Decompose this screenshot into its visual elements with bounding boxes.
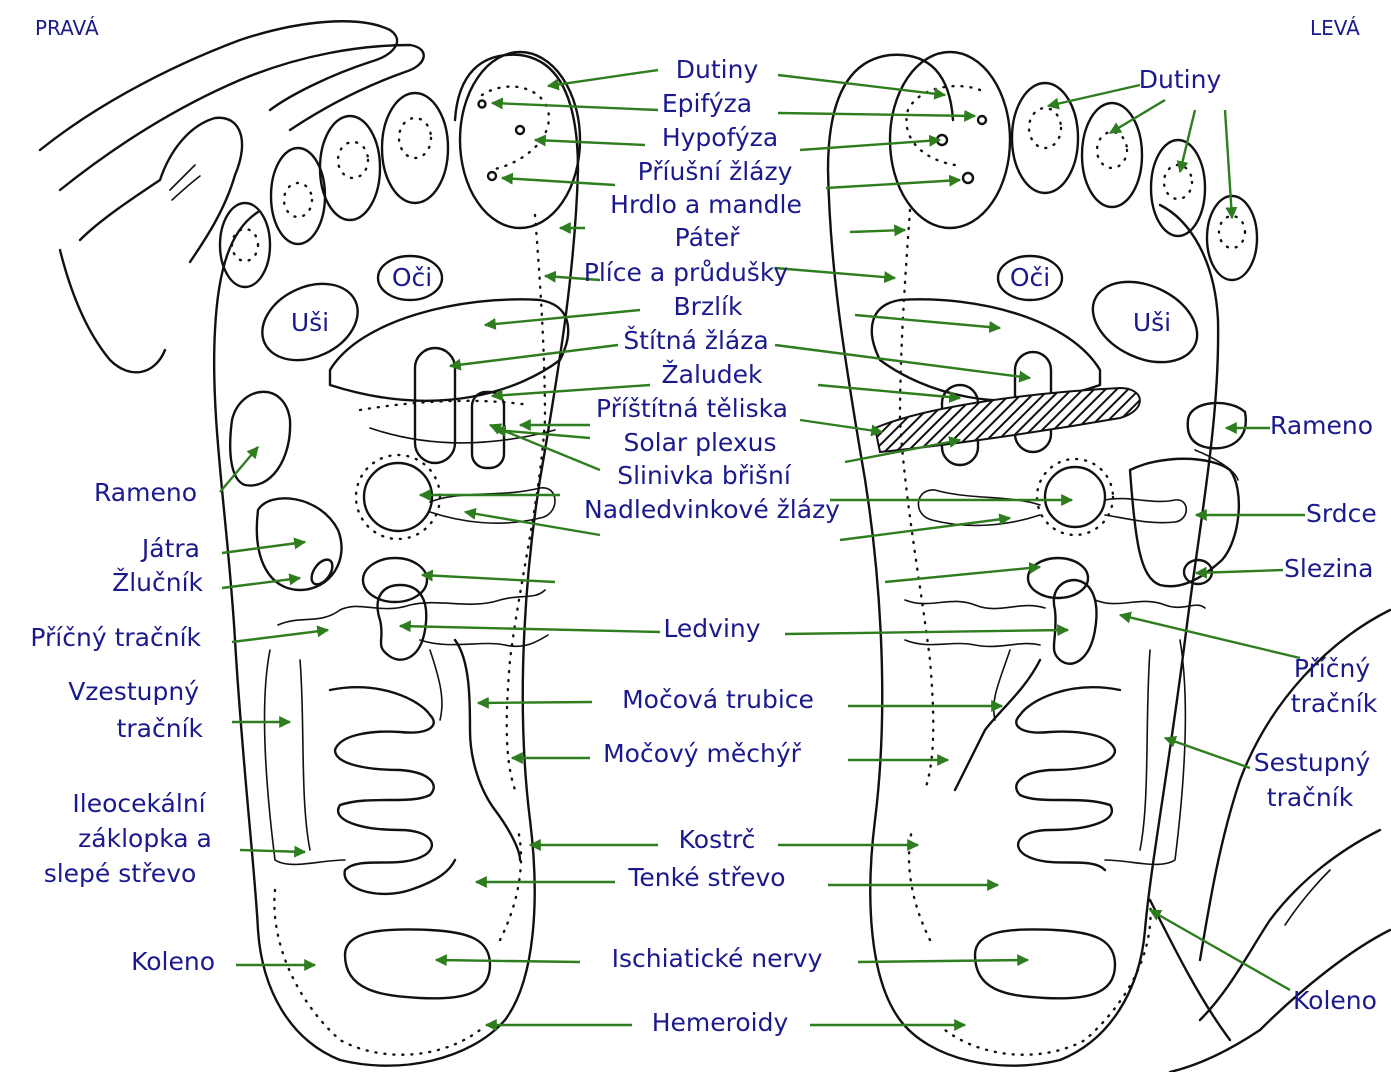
label-plice-a-prudusky: Plíce a průdušky (584, 258, 789, 287)
label-hypofyza: Hypofýza (662, 123, 778, 152)
label-jatra: Játra (140, 534, 200, 563)
label-ischiaticke-nervy: Ischiatické nervy (612, 944, 823, 973)
label-rameno-right: Rameno (94, 478, 197, 507)
hand-top-left-drawing (40, 21, 424, 372)
label-vzestupny-line2: tračník (117, 714, 204, 743)
label-dutiny-left-toes: Dutiny (1139, 65, 1222, 94)
label-srdce: Srdce (1306, 499, 1377, 528)
label-vzestupny-line1: Vzestupný (68, 677, 199, 706)
label-priusni-zlazy: Příušní žlázy (638, 157, 793, 186)
left-foot-labels: Dutiny Oči Uši Rameno Srdce Slezina Příč… (1010, 65, 1378, 1015)
label-koleno-right: Koleno (131, 947, 215, 976)
heading-left-foot: LEVÁ (1310, 16, 1360, 40)
label-usi-left: Uši (1133, 308, 1171, 337)
label-ileocekalni-line3: slepé střevo (44, 859, 197, 888)
right-foot-labels: Oči Uši Rameno Játra Žlučník Příčný trač… (30, 263, 432, 976)
label-zaludek: Žaludek (662, 360, 763, 389)
label-pricny-tracnik-right: Příčný tračník (30, 623, 201, 652)
label-koleno-left: Koleno (1293, 986, 1377, 1015)
label-hrdlo-a-mandle: Hrdlo a mandle (610, 190, 802, 219)
label-hemeroidy: Hemeroidy (652, 1008, 789, 1037)
label-ileocekalni-line1: Ileocekální (72, 789, 206, 818)
label-pricny-line1-left: Příčný (1294, 654, 1370, 683)
label-usi-right: Uši (291, 308, 329, 337)
heading-right-foot: PRAVÁ (35, 16, 99, 40)
label-tenke-strevo: Tenké střevo (627, 863, 785, 892)
label-sestupny-line1: Sestupný (1254, 748, 1371, 777)
label-slezina: Slezina (1284, 554, 1373, 583)
label-oci-right: Oči (392, 263, 432, 292)
label-dutiny: Dutiny (676, 55, 759, 84)
label-mocovy-mechyr: Močový měchýř (603, 739, 802, 768)
label-epifyza: Epifýza (662, 89, 752, 118)
label-pater: Páteř (675, 223, 740, 252)
label-nadledvinkove-zlazy: Nadledvinkové žlázy (584, 495, 840, 524)
label-stitna-zlaza: Štítná žláza (623, 325, 768, 355)
center-labels: Dutiny Epifýza Hypofýza Příušní žlázy Hr… (584, 55, 840, 1037)
label-brzlik: Brzlík (674, 292, 743, 321)
left-foot-drawing (828, 52, 1257, 1066)
label-pristitna-teliska: Příštítná těliska (596, 394, 788, 423)
label-zlucnik: Žlučník (112, 568, 203, 597)
label-pricny-line2-left: tračník (1291, 689, 1378, 718)
label-ileocekalni-line2: záklopka a (78, 824, 212, 853)
label-ledviny: Ledviny (663, 614, 760, 643)
side-headings: PRAVÁ LEVÁ (35, 16, 1360, 40)
label-oci-left: Oči (1010, 263, 1050, 292)
right-foot-drawing (214, 52, 580, 1066)
label-solar-plexus: Solar plexus (623, 428, 776, 457)
label-kostrc: Kostrč (679, 825, 756, 854)
stomach-hatched-shape (875, 388, 1140, 452)
label-mocova-trubice: Močová trubice (622, 685, 814, 714)
label-rameno-left: Rameno (1270, 411, 1373, 440)
label-sestupny-line2: tračník (1267, 783, 1354, 812)
label-slinivka-brisni: Slinivka břišní (617, 461, 792, 490)
